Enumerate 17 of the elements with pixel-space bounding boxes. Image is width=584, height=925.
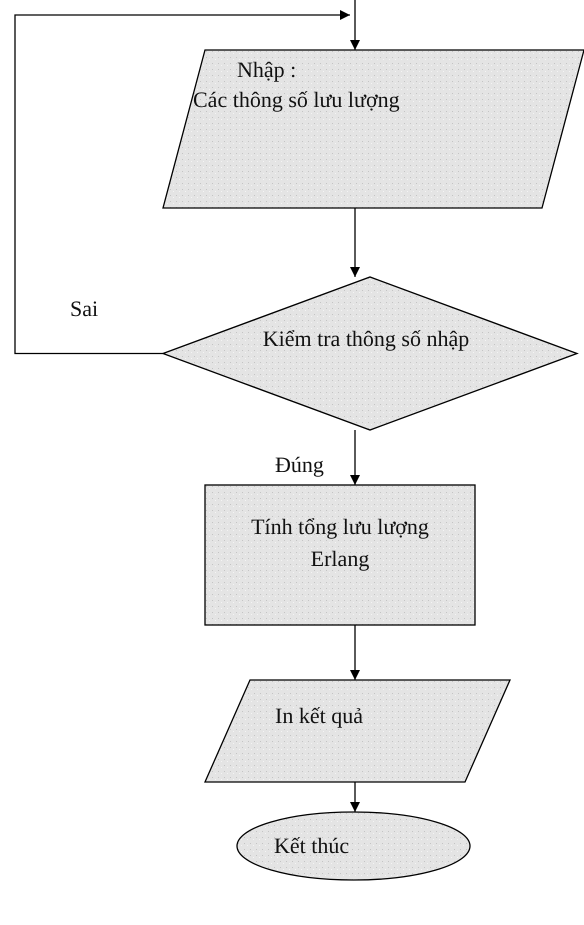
node-text: Kiểm tra thông số nhập <box>262 325 470 353</box>
node-text: In kết quả <box>275 702 363 730</box>
arrow <box>350 782 360 812</box>
arrow <box>14 10 350 354</box>
decision-diamond <box>163 277 577 430</box>
node-text: Nhập : <box>237 56 296 84</box>
input-output-parallelogram <box>163 50 584 208</box>
arrow <box>350 0 360 50</box>
node-text: Tính tổng lưu lượng Erlang <box>250 513 430 573</box>
node-text: Kết thúc <box>274 832 350 860</box>
arrow <box>350 625 360 680</box>
arrow <box>350 208 360 277</box>
input-output-parallelogram <box>205 680 510 782</box>
arrow <box>350 430 360 485</box>
process-box <box>205 485 475 625</box>
node-text: Các thông số lưu lượng <box>193 86 400 114</box>
terminator-ellipse <box>237 812 470 880</box>
